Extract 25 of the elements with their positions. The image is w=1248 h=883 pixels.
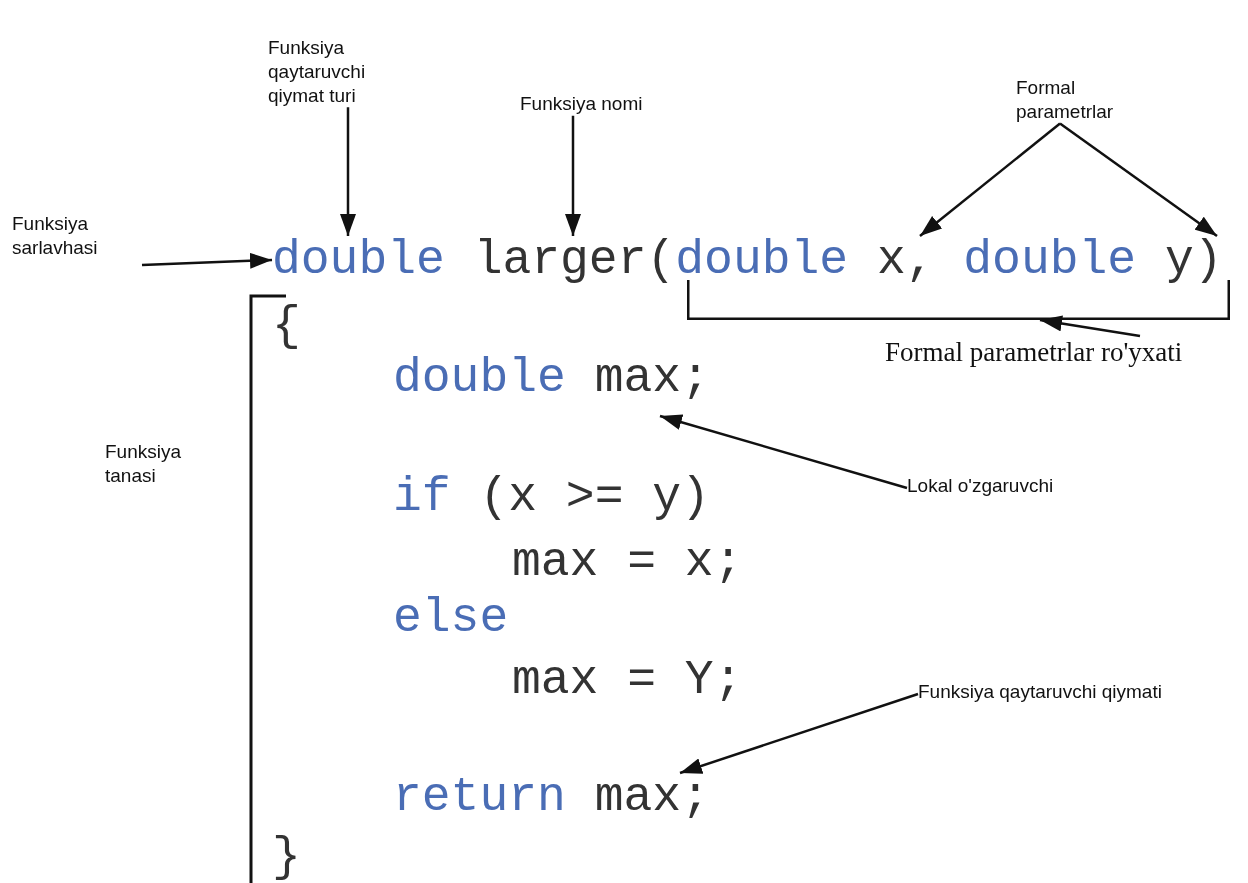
leader-arrow (565, 115, 581, 236)
annotation-text: Funksiya qaytaruvchi qiymati (918, 680, 1162, 704)
leader-arrow (679, 692, 919, 776)
annotation-text: Funksiya qaytaruvchi qiymat turi (268, 36, 398, 108)
code-line: max = x; (512, 538, 743, 586)
code-line: return max; (393, 773, 710, 821)
code-line: } (272, 833, 301, 881)
leader-arrow (659, 412, 908, 490)
annotation-text: Funksiya tanasi (105, 440, 183, 488)
code-line: double max; (393, 354, 710, 402)
leader-arrow (141, 252, 273, 269)
leader-arrow (1039, 314, 1141, 338)
annotation-text: Funksiya sarlavhasi (12, 212, 142, 260)
annotation-text: Formal parametrlar (1016, 76, 1156, 124)
leader-arrow (1059, 122, 1218, 237)
leader-arrow (919, 122, 1061, 237)
code-line: max = Y; (512, 656, 743, 704)
code-line: { (272, 302, 301, 350)
code-line: if (x >= y) (393, 473, 710, 521)
annotation-text: Funksiya nomi (520, 92, 643, 116)
code-line: double larger(double x, double y) (272, 236, 1223, 284)
annotation-text: Formal parametrlar ro'yxati (885, 336, 1183, 370)
annotation-text: Lokal o'zgaruvchi (907, 474, 1054, 498)
code-line: else (393, 594, 509, 642)
leader-arrow (340, 107, 356, 236)
